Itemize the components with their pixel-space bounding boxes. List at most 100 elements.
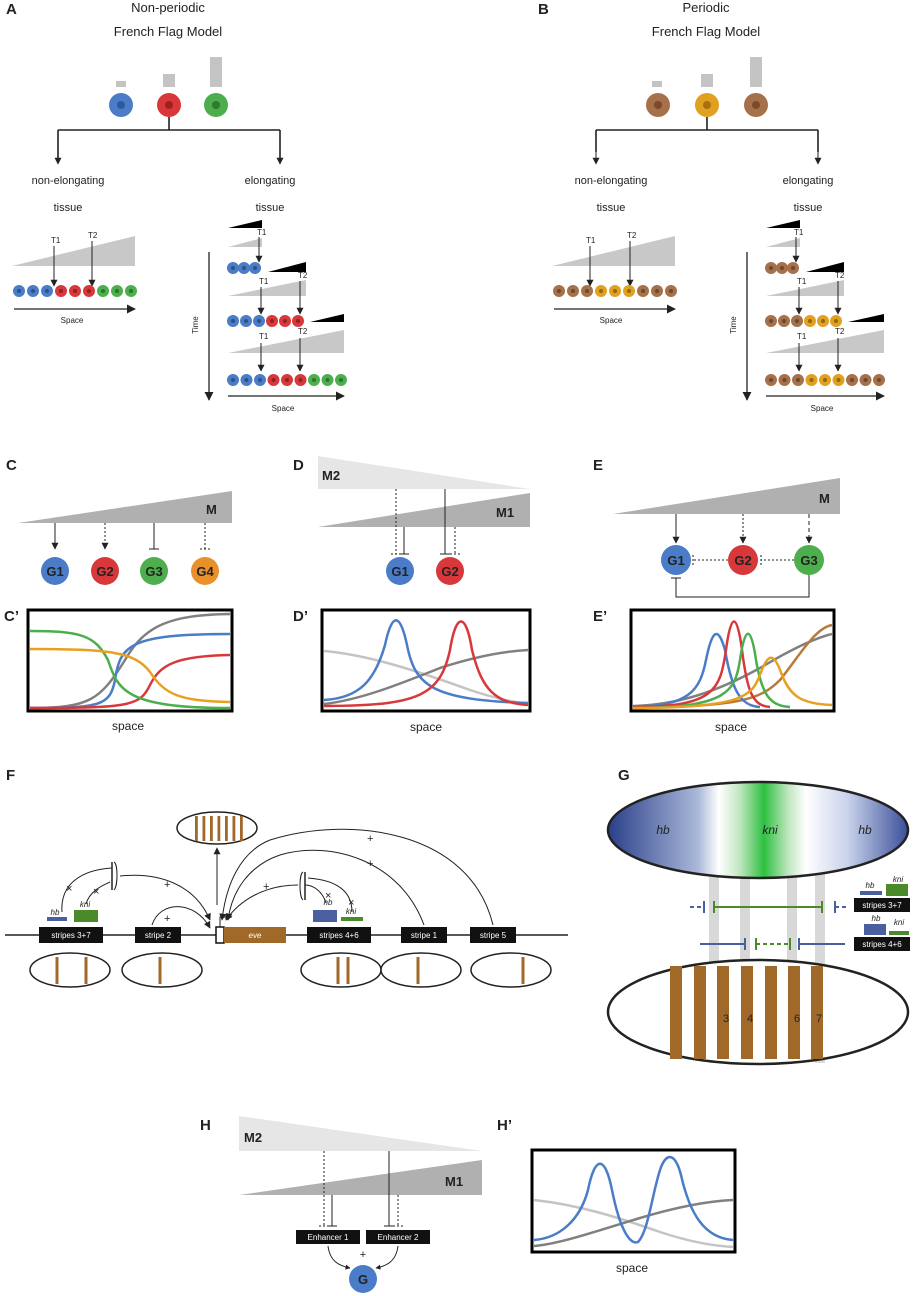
morphogen-label: M bbox=[819, 491, 830, 506]
cell-nucleus bbox=[87, 289, 91, 293]
legend2-hb: hb bbox=[872, 914, 881, 923]
curve-g3 bbox=[29, 629, 231, 710]
legend1-hb-site bbox=[860, 891, 882, 895]
stripe-number-7: 7 bbox=[816, 1013, 822, 1025]
enhancer-stripe-5 bbox=[470, 927, 516, 943]
cell bbox=[267, 374, 280, 386]
gene-g1-node bbox=[41, 557, 69, 585]
repression-mark: × bbox=[348, 897, 354, 909]
cell bbox=[308, 374, 320, 386]
curve-g2 bbox=[29, 653, 231, 710]
gene-g2-node bbox=[436, 557, 464, 585]
panel-d: D M2 M1 G1 G2 D’ space bbox=[293, 456, 532, 734]
eve-stripe bbox=[232, 816, 236, 841]
morphogen-source-2 bbox=[268, 262, 306, 272]
m1-label: M1 bbox=[445, 1174, 463, 1189]
cell-nucleus bbox=[101, 289, 105, 293]
panel-b: B Periodic French Flag Model non-elongat… bbox=[538, 0, 885, 413]
cell bbox=[665, 285, 677, 297]
embryo-stripes bbox=[195, 816, 243, 841]
cell bbox=[787, 262, 799, 274]
eve-stripe bbox=[416, 957, 420, 984]
enhancer-1-label: Enhancer 1 bbox=[308, 1233, 349, 1242]
repression-brace-right bbox=[299, 871, 304, 901]
space-label: Space bbox=[600, 316, 623, 325]
cell-nucleus bbox=[231, 319, 235, 323]
hb-label-right: hb bbox=[324, 898, 333, 907]
cell bbox=[765, 374, 777, 386]
gene-g1-label: G1 bbox=[391, 564, 408, 579]
enhancer-stripe-1 bbox=[401, 927, 447, 943]
cell-nucleus bbox=[253, 266, 257, 270]
legend1-hb: hb bbox=[866, 881, 875, 890]
legend2-kni-site bbox=[889, 931, 909, 935]
curve-g bbox=[533, 1155, 734, 1244]
repression-mark: × bbox=[66, 883, 72, 895]
x-axis-label: space bbox=[112, 719, 144, 733]
enhancer-embryo bbox=[300, 952, 382, 988]
cell bbox=[778, 315, 790, 327]
gradient-step3 bbox=[228, 330, 344, 353]
repression-mark: × bbox=[93, 886, 99, 898]
panel-c: C M G1 G2 G3 G4 C’ space bbox=[4, 457, 234, 733]
cell-row-step1 bbox=[227, 262, 261, 274]
m1-repress-enh2 bbox=[393, 1195, 403, 1227]
hb-label: hb bbox=[51, 908, 60, 917]
gene-g2-label: G2 bbox=[441, 564, 458, 579]
stripe-number-4: 4 bbox=[747, 1013, 753, 1025]
panel-cp-letter: C’ bbox=[4, 608, 19, 625]
plot-frame bbox=[530, 1148, 737, 1254]
panel-c-letter: C bbox=[6, 457, 17, 474]
panel-g: G hb kni hb hb kni stripes 3+7 hb kni st… bbox=[606, 767, 910, 1066]
gene-g2-label: G2 bbox=[734, 553, 751, 568]
morphogen-source-2 bbox=[806, 262, 844, 272]
g3-repress-g1 bbox=[671, 575, 810, 598]
gene-g1-node bbox=[661, 545, 691, 575]
threshold-t2: T2 bbox=[627, 231, 637, 240]
cell-nucleus bbox=[782, 378, 787, 382]
morphogen-source-3 bbox=[848, 314, 884, 322]
cell bbox=[97, 285, 109, 297]
cell-nucleus bbox=[782, 319, 786, 323]
additive-plus: + bbox=[360, 1249, 366, 1261]
m1-repress-g2 bbox=[450, 527, 460, 555]
cell bbox=[553, 285, 565, 297]
cell bbox=[294, 374, 307, 386]
gradient-step3 bbox=[766, 330, 884, 353]
panel-hp-letter: H’ bbox=[497, 1117, 512, 1134]
plot-frame bbox=[320, 608, 532, 713]
striped-embryo bbox=[606, 958, 910, 1066]
legend1-kni: kni bbox=[893, 875, 903, 884]
eve-stripe bbox=[55, 957, 59, 984]
panel-f-letter: F bbox=[6, 767, 15, 784]
morphogen-gradient bbox=[552, 236, 675, 266]
cell bbox=[846, 374, 858, 386]
curve-m1 bbox=[323, 648, 529, 706]
curve-g3 bbox=[632, 632, 791, 710]
gene-g3-label: G3 bbox=[800, 553, 817, 568]
curve-m1 bbox=[533, 1198, 734, 1248]
cell-row-step3 bbox=[227, 374, 347, 386]
cell bbox=[227, 315, 239, 327]
cell-nucleus bbox=[795, 319, 799, 323]
cell-nucleus bbox=[296, 319, 300, 323]
eve-stripe bbox=[240, 816, 243, 841]
cell-nucleus bbox=[45, 289, 49, 293]
stripe-number-3: 3 bbox=[723, 1013, 729, 1025]
cell bbox=[778, 374, 791, 386]
repression-mark: × bbox=[325, 890, 331, 902]
morphogen-m2-gradient bbox=[239, 1116, 482, 1151]
morphogen-gradient bbox=[12, 236, 135, 266]
label-elongating: elongating bbox=[783, 175, 834, 187]
eve-stripe bbox=[346, 957, 350, 984]
cell bbox=[69, 285, 81, 297]
branch-lines bbox=[57, 117, 281, 162]
label-non-elongating: non-elongating bbox=[575, 175, 648, 187]
step1-t1: T1 bbox=[794, 228, 804, 237]
legend2-enhancer bbox=[854, 937, 910, 951]
step2-t1: T1 bbox=[797, 277, 807, 286]
cell-nucleus bbox=[557, 289, 561, 293]
promoter-box bbox=[215, 926, 225, 944]
branch-lines bbox=[595, 117, 819, 152]
